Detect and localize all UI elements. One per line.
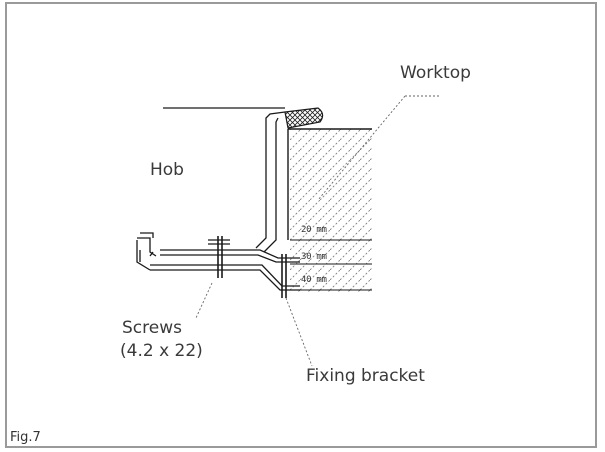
screw-left <box>217 236 223 278</box>
hob-seal <box>284 107 324 129</box>
leader-lines <box>195 95 440 367</box>
screws-label: Screws <box>122 318 182 338</box>
dimension-20mm: 20 mm <box>301 225 327 235</box>
screw-right <box>281 254 287 298</box>
screws-size-label: (4.2 x 22) <box>120 341 203 361</box>
hob-label: Hob <box>150 160 184 180</box>
figure-caption: Fig.7 <box>10 430 41 445</box>
worktop-label: Worktop <box>400 63 471 83</box>
dimension-40mm: 40 mm <box>301 275 327 285</box>
worktop-section <box>287 128 372 292</box>
dimension-lines <box>290 239 372 291</box>
fixing-bracket-label: Fixing bracket <box>306 366 425 386</box>
dimension-30mm: 30 mm <box>301 252 327 262</box>
hob-body <box>255 111 286 253</box>
